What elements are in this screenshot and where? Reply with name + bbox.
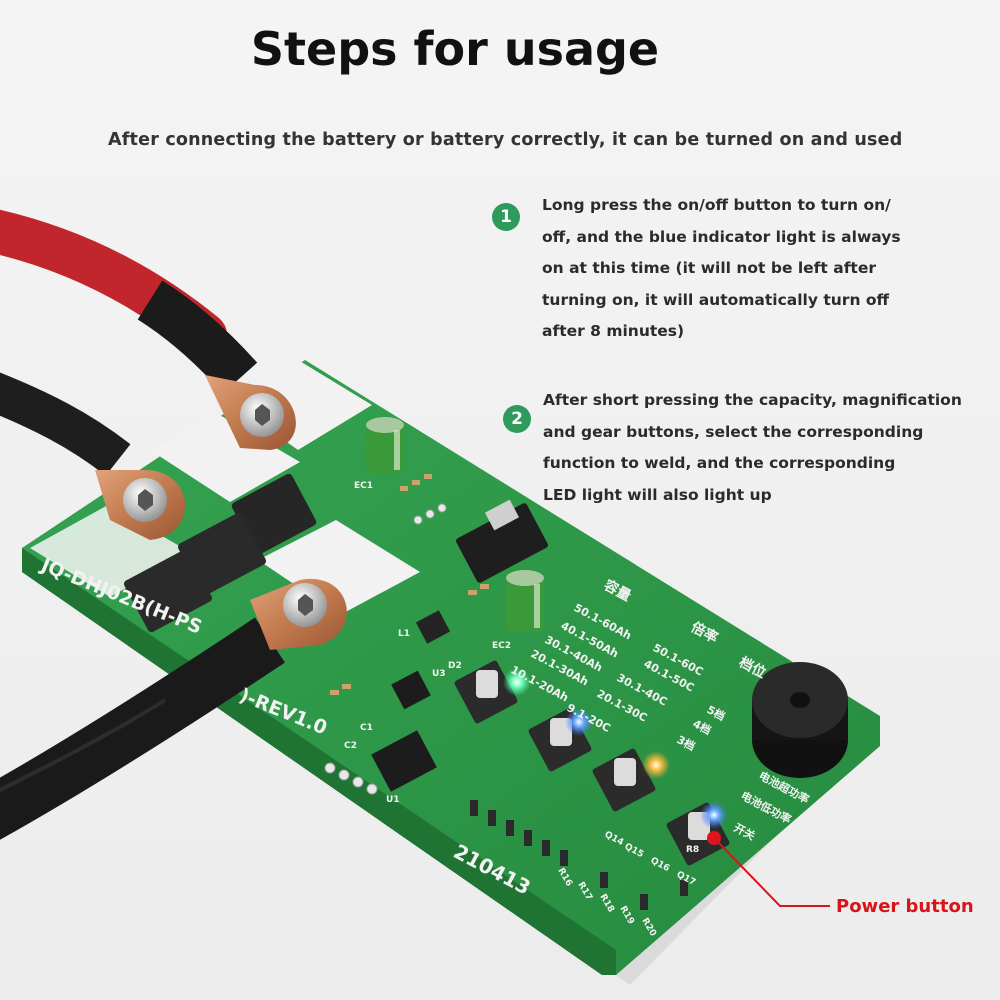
step-2-badge: 2: [503, 405, 531, 433]
header-pins: [324, 503, 447, 795]
pcb-edge: [22, 548, 616, 975]
pad-top: [225, 360, 372, 450]
component-label: U3: [432, 669, 446, 679]
copper-lug-bottom: [250, 578, 347, 650]
button-capacity[interactable]: [454, 660, 519, 725]
step-2-text: After short pressing the capacity, magni…: [543, 391, 962, 504]
component-label: R8: [686, 845, 699, 855]
pad-bottom: [258, 520, 420, 615]
resistor-row: [470, 800, 688, 910]
ic-u1: [371, 730, 437, 792]
component-label: EC2: [492, 641, 511, 651]
buzzer: [752, 662, 848, 778]
led-orange: [642, 751, 670, 779]
inductor-l1: [415, 610, 451, 644]
power-button-label: Power button: [836, 896, 974, 917]
component-label: D2: [448, 661, 462, 671]
copper-lug-middle: [95, 470, 186, 540]
component-label: U1: [386, 795, 400, 805]
led-green: [503, 668, 531, 696]
step-1-text: Long press the on/off button to turn on/…: [542, 196, 901, 340]
component-label: C1: [360, 723, 373, 733]
power-button-leader: [713, 837, 830, 907]
pad-middle: [150, 414, 300, 502]
black-cable-bottom: [0, 617, 285, 840]
copper-lug-top: [205, 375, 296, 450]
page-subtitle: After connecting the battery or battery …: [108, 130, 903, 150]
button-gear[interactable]: [592, 748, 657, 813]
mosfet-array: [124, 473, 317, 633]
component-label: L1: [398, 629, 410, 639]
voltage-regulator: [456, 499, 548, 583]
led-blue-1: [565, 708, 593, 736]
black-cable-mid: [0, 372, 131, 476]
red-cable-sleeve: [137, 280, 258, 394]
black-cable-bottom-edge: [0, 698, 167, 793]
capacitor-ec1: [366, 417, 404, 473]
component-label: EC1: [354, 481, 373, 491]
page-title: Steps for usage: [250, 22, 660, 76]
step-1-badge: 1: [492, 203, 520, 231]
component-label: C2: [344, 741, 357, 751]
smd-components: [330, 474, 489, 695]
capacitor-ec2: [506, 570, 544, 632]
led-blue-2: [700, 801, 728, 829]
ic-u3: [391, 670, 431, 710]
